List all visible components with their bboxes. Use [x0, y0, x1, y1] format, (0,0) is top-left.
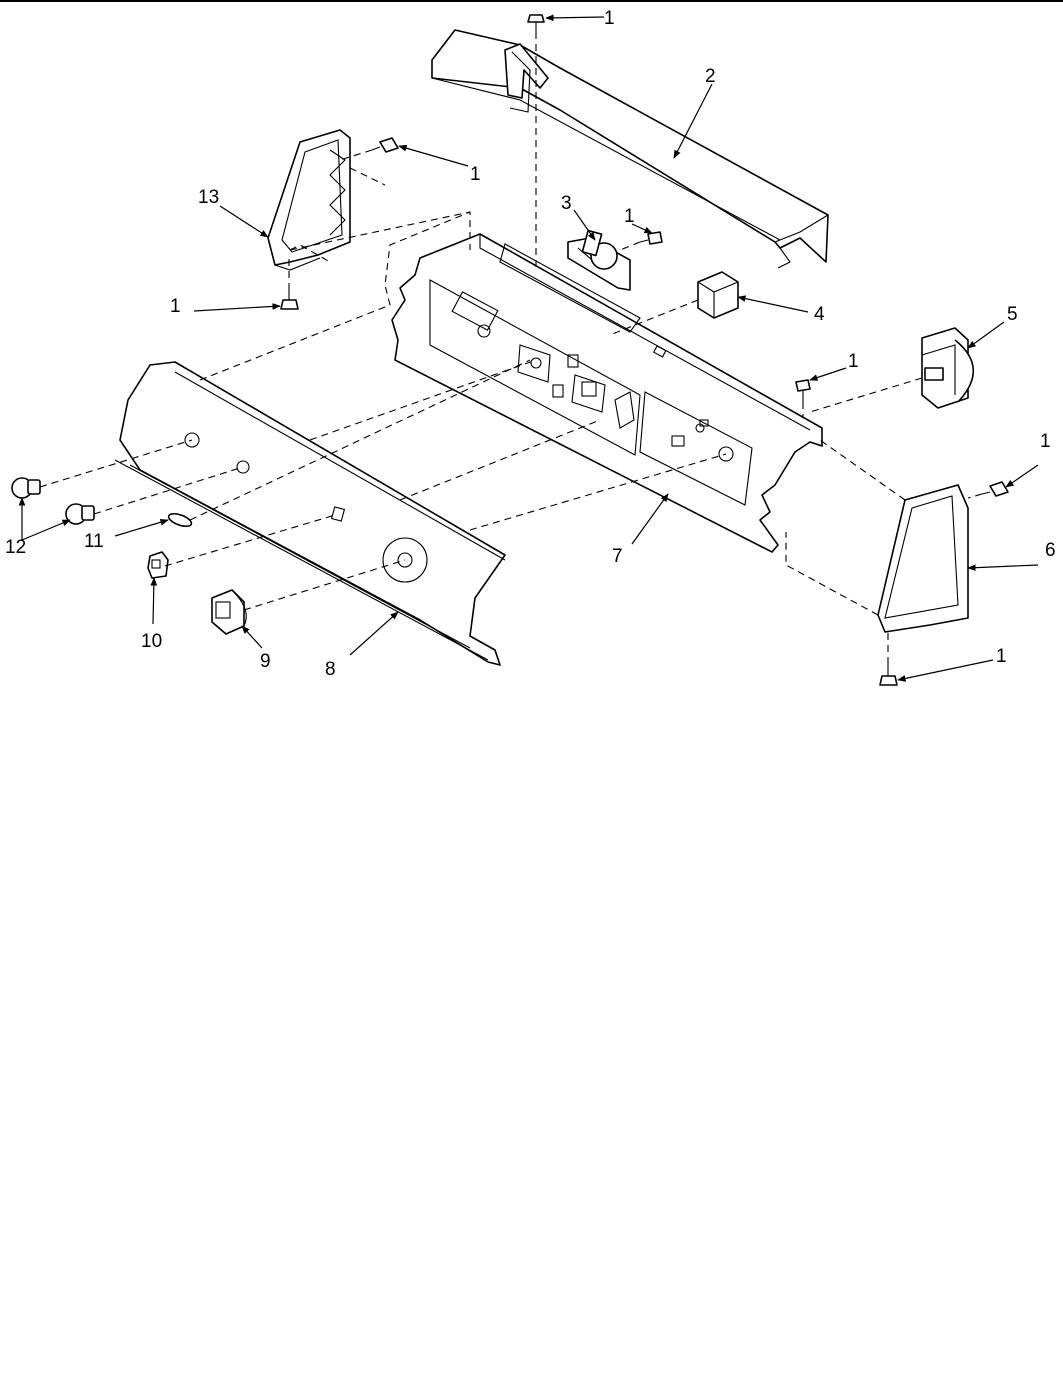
screw-top [527, 14, 545, 32]
assembly-dashed-lines [39, 32, 983, 664]
screw-left-cap-lower [280, 290, 299, 310]
callout-label: 3 [561, 193, 572, 214]
screw-right-cap-upper [981, 481, 1009, 497]
leader-lines [18, 14, 1039, 682]
callout-label: 7 [612, 546, 623, 567]
switch-button [147, 551, 169, 579]
callout-label: 6 [1045, 540, 1056, 561]
callout-label: 8 [325, 659, 336, 680]
callout-label: 1 [170, 296, 181, 317]
callout-label: 1 [848, 351, 859, 372]
switch-bracket [567, 229, 631, 291]
callout-label: 10 [141, 631, 162, 652]
callout-label: 5 [1007, 304, 1018, 325]
left-end-cap [267, 129, 351, 271]
top-trim-cover [431, 29, 829, 269]
callout-label: 1 [470, 164, 481, 185]
screw-panel-right [795, 379, 811, 402]
callout-label: 1 [1040, 431, 1051, 452]
callout-label: 12 [5, 537, 26, 558]
right-end-cap [877, 484, 969, 633]
callout-label: 9 [260, 651, 271, 672]
callout-label: 13 [198, 187, 219, 208]
callout-label: 1 [996, 646, 1007, 667]
callout-label: 11 [84, 531, 104, 552]
indicator-lens [167, 512, 193, 528]
control-panel-backing [391, 233, 823, 553]
callout-label: 1 [624, 206, 635, 227]
screw-right-cap-lower [879, 664, 898, 686]
callout-numbers: 1 2 1 13 3 1 4 1 5 1 1 6 7 1 12 11 10 9 … [5, 8, 1056, 680]
callout-label: 4 [814, 304, 825, 325]
timer-control [921, 327, 975, 409]
relay-block [697, 271, 739, 319]
knob [211, 589, 247, 635]
screw-left-cap-upper [371, 137, 399, 153]
knob-pair [11, 477, 95, 525]
screw-switch-bracket [639, 231, 663, 245]
callout-label: 2 [705, 66, 716, 87]
callout-label: 1 [604, 8, 615, 29]
front-console [114, 361, 506, 666]
